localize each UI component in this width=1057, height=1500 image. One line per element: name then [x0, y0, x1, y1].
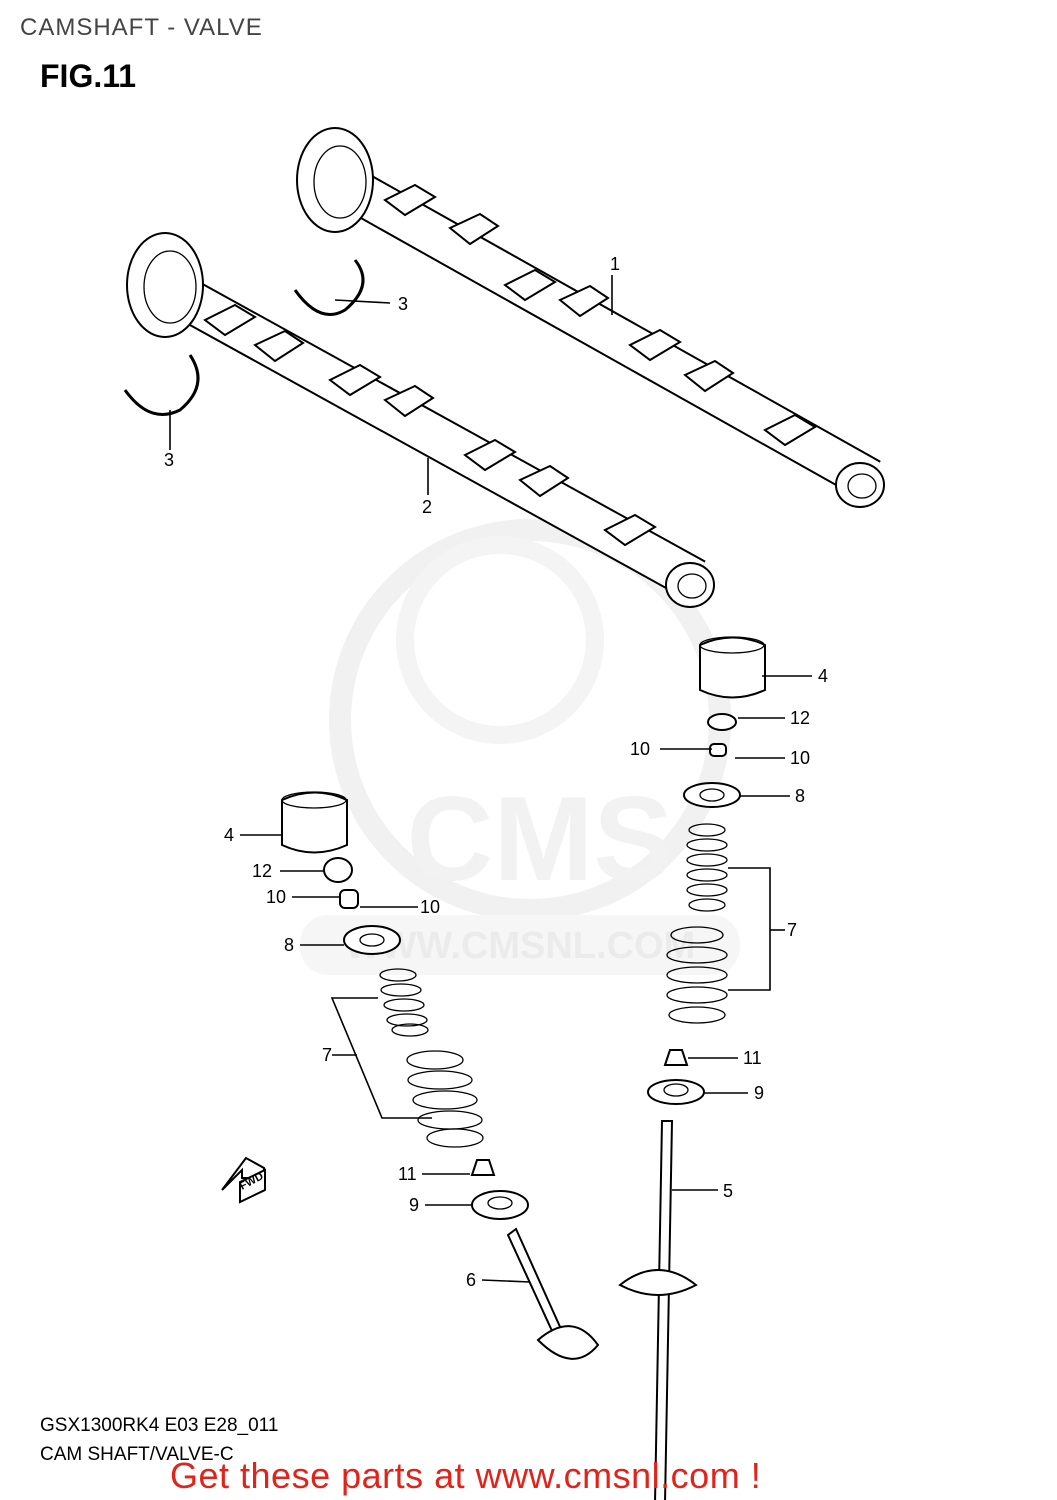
callout-10-left-a: 10 [266, 887, 286, 907]
retainer-8-left[interactable] [343, 925, 401, 955]
retainer-8-right[interactable] [683, 782, 741, 808]
watermark-logo: CMS WWW.CMSNL.COM [300, 519, 740, 975]
spring-7-left[interactable] [379, 968, 484, 1148]
clip-3-upper[interactable] [293, 259, 365, 316]
callout-12-left: 12 [252, 861, 272, 881]
seal-11-left[interactable] [470, 1159, 496, 1176]
callout-6: 6 [466, 1270, 476, 1290]
camshaft-2[interactable] [126, 232, 715, 608]
callout-9-left: 9 [409, 1195, 419, 1215]
clip-3-lower[interactable] [123, 354, 200, 416]
callout-1: 1 [610, 254, 620, 274]
page-title: CAMSHAFT - VALVE [20, 14, 263, 41]
callout-3-upper: 3 [398, 294, 408, 314]
seat-9-right[interactable] [647, 1079, 705, 1105]
callout-12-right: 12 [790, 708, 810, 728]
valve-6[interactable] [506, 1227, 600, 1360]
cotter-10-right[interactable] [709, 743, 727, 757]
callout-2: 2 [422, 497, 432, 517]
callout-9-right: 9 [754, 1083, 764, 1103]
tappet-4-left[interactable] [281, 791, 348, 854]
callout-7-left: 7 [322, 1045, 332, 1065]
model-code: GSX1300RK4 E03 E28_011 [40, 1415, 279, 1436]
cta-link[interactable]: Get these parts at www.cmsnl.com ! [170, 1455, 762, 1496]
figure-number: FIG.11 [40, 58, 137, 94]
callout-11-right: 11 [743, 1048, 762, 1068]
svg-text:CMS: CMS [407, 772, 674, 906]
seal-11-right[interactable] [663, 1049, 689, 1066]
callout-10-left-b: 10 [420, 897, 440, 917]
callout-3-lower: 3 [164, 450, 174, 470]
callout-4-left: 4 [224, 825, 234, 845]
callout-10-right-b: 10 [790, 748, 810, 768]
shim-12-left[interactable] [323, 857, 353, 883]
camshaft-1[interactable] [296, 127, 885, 508]
spring-7-right[interactable] [666, 823, 728, 1024]
callout-5: 5 [723, 1181, 733, 1201]
watermark-text: WWW.CMSNL.COM [345, 925, 695, 967]
shim-12-right[interactable] [707, 713, 737, 731]
callout-7-right: 7 [787, 920, 797, 940]
valve-5[interactable] [618, 1120, 698, 1500]
callout-8-left: 8 [284, 935, 294, 955]
diagram-name: CAM SHAFT/VALVE-C [40, 1444, 234, 1465]
forward-arrow-icon: FWD [221, 1156, 266, 1204]
callout-11-left: 11 [398, 1164, 417, 1184]
cotter-10-left[interactable] [339, 889, 359, 909]
callout-4-right: 4 [818, 666, 828, 686]
seat-9-left[interactable] [471, 1190, 529, 1220]
tappet-4-right[interactable] [699, 636, 766, 699]
callout-10-right-a: 10 [630, 739, 650, 759]
callout-8-right: 8 [795, 786, 805, 806]
